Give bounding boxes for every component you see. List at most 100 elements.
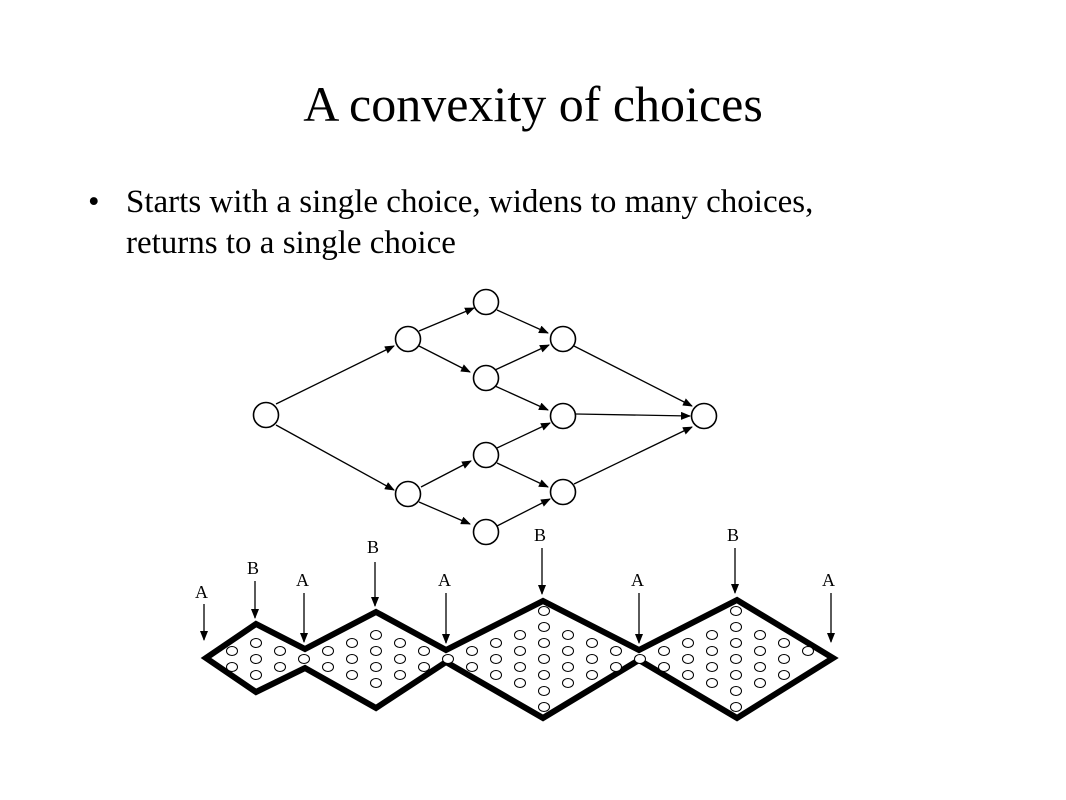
band-dot bbox=[226, 646, 238, 656]
graph-edge bbox=[275, 345, 395, 405]
band-dot bbox=[370, 630, 382, 640]
graph-edge bbox=[494, 344, 550, 371]
band-dot bbox=[346, 654, 358, 664]
graph-edge bbox=[418, 307, 475, 332]
graph-node bbox=[252, 401, 280, 429]
band-dot bbox=[490, 638, 502, 648]
band-dot bbox=[370, 678, 382, 688]
band-dot bbox=[322, 646, 334, 656]
band-dot bbox=[466, 646, 478, 656]
graph-node bbox=[549, 478, 577, 506]
marker-b-label: B bbox=[534, 525, 547, 545]
marker-b: B bbox=[247, 558, 260, 619]
graph-node bbox=[472, 518, 500, 546]
band-dot bbox=[370, 662, 382, 672]
band-dot bbox=[658, 646, 670, 656]
band-dot bbox=[682, 638, 694, 648]
graph-edge bbox=[496, 462, 549, 488]
bullet-marker: • bbox=[88, 184, 100, 220]
marker-a-label: A bbox=[195, 582, 209, 602]
band-dot bbox=[418, 646, 430, 656]
marker-a: A bbox=[631, 570, 645, 644]
band-dot bbox=[514, 630, 526, 640]
band-dot bbox=[346, 670, 358, 680]
marker-b: B bbox=[534, 525, 547, 595]
band-dot bbox=[730, 686, 742, 696]
marker-b-label: B bbox=[247, 558, 260, 578]
band-dot bbox=[514, 678, 526, 688]
graph-edge bbox=[494, 385, 549, 411]
marker-a-label: A bbox=[438, 570, 452, 590]
graph-node bbox=[394, 480, 422, 508]
band-dot bbox=[490, 654, 502, 664]
band-dot bbox=[730, 702, 742, 712]
band-dot bbox=[562, 630, 574, 640]
graph-edge bbox=[418, 345, 471, 373]
band-dot bbox=[250, 654, 262, 664]
band-dot bbox=[418, 662, 430, 672]
band-dot bbox=[706, 646, 718, 656]
bullet-list: • Starts with a single choice, widens to… bbox=[88, 182, 908, 264]
band-dot bbox=[562, 646, 574, 656]
band-dot bbox=[274, 662, 286, 672]
band-dot bbox=[394, 654, 406, 664]
slide-title: A convexity of choices bbox=[303, 76, 763, 132]
marker-b-label: B bbox=[367, 537, 380, 557]
band-dot bbox=[250, 670, 262, 680]
band-outline bbox=[200, 596, 839, 722]
graph-edge bbox=[573, 426, 693, 485]
band-dot bbox=[610, 646, 622, 656]
band-dot bbox=[562, 678, 574, 688]
graph-node bbox=[472, 441, 500, 469]
band-dot bbox=[538, 622, 550, 632]
band-dot bbox=[586, 654, 598, 664]
marker-a: A bbox=[438, 570, 452, 644]
graph-edge bbox=[575, 411, 691, 420]
band-dot bbox=[778, 638, 790, 648]
band-dot bbox=[706, 662, 718, 672]
band-dot bbox=[274, 646, 286, 656]
band-dot bbox=[730, 654, 742, 664]
graph-edge bbox=[496, 498, 551, 527]
band-dot bbox=[730, 622, 742, 632]
graph-edge bbox=[496, 422, 551, 449]
band-dot bbox=[586, 670, 598, 680]
graph-node bbox=[549, 325, 577, 353]
graph-edge bbox=[573, 345, 693, 407]
band-dot bbox=[586, 638, 598, 648]
band-dot bbox=[346, 638, 358, 648]
bullet-text: Starts with a single choice, widens to m… bbox=[126, 184, 814, 261]
band-dot bbox=[538, 670, 550, 680]
band-dot bbox=[682, 670, 694, 680]
band-dot bbox=[562, 662, 574, 672]
band-dot bbox=[610, 662, 622, 672]
band-dot bbox=[322, 662, 334, 672]
graph-edge bbox=[420, 460, 472, 488]
band-dot bbox=[538, 654, 550, 664]
band-dots bbox=[226, 606, 814, 712]
marker-a-label: A bbox=[822, 570, 836, 590]
band-dot bbox=[706, 678, 718, 688]
band-dot bbox=[394, 638, 406, 648]
band-dot bbox=[730, 606, 742, 616]
band-dot bbox=[754, 678, 766, 688]
band-dot bbox=[442, 654, 454, 664]
band-dot bbox=[634, 654, 646, 664]
graph-edge bbox=[275, 424, 395, 491]
marker-a: A bbox=[822, 570, 836, 643]
band-dot bbox=[706, 630, 718, 640]
graph-nodes bbox=[252, 288, 718, 546]
marker-a: A bbox=[296, 570, 309, 643]
band-dot bbox=[730, 638, 742, 648]
marker-a: A bbox=[195, 582, 209, 641]
band-dot bbox=[778, 654, 790, 664]
band-dot bbox=[514, 662, 526, 672]
choice-graph bbox=[252, 288, 718, 546]
band-dot bbox=[514, 646, 526, 656]
choice-markers: A B A B A B A B bbox=[195, 525, 836, 644]
marker-a-label: A bbox=[631, 570, 645, 590]
band-dot bbox=[658, 662, 670, 672]
band-dot bbox=[538, 686, 550, 696]
band-dot bbox=[754, 646, 766, 656]
